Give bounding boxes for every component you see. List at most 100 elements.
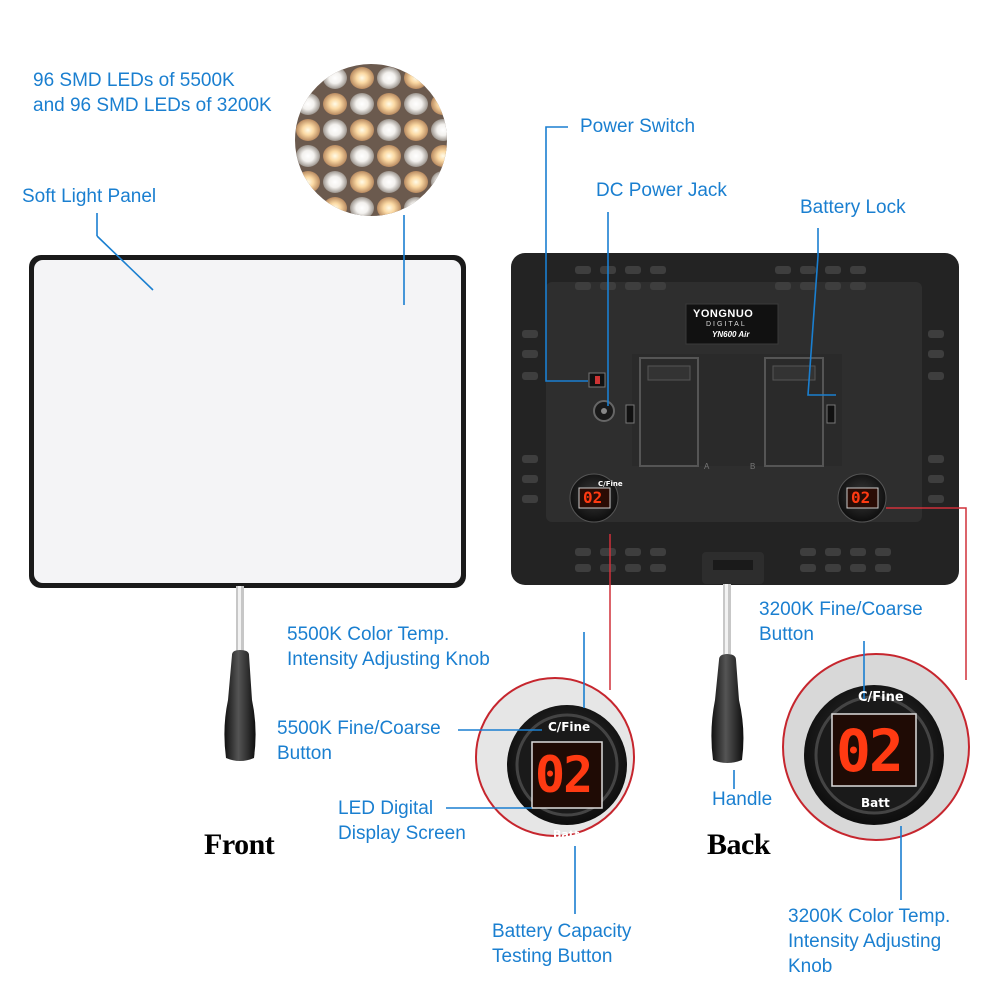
vent-slot (825, 564, 841, 572)
slot-b-label: B (750, 462, 756, 471)
vent-slot (625, 548, 641, 556)
vent-slot (625, 266, 641, 274)
led-dot (350, 197, 374, 216)
vent-slot (850, 564, 866, 572)
vent-slot (928, 495, 944, 503)
vent-slot (522, 495, 538, 503)
vent-slot (928, 350, 944, 358)
battery-test-label: Battery Capacity Testing Button (492, 921, 632, 967)
vent-slot (875, 548, 891, 556)
led-dot (323, 145, 347, 167)
led-dot (350, 93, 374, 115)
knob-3200k-label: 3200K Color Temp. Intensity Adjusting Kn… (788, 906, 951, 977)
vent-slot (650, 282, 666, 290)
knob-closeup-3200k (782, 653, 970, 841)
led-dot (404, 119, 428, 141)
vent-slot (650, 564, 666, 572)
dc-jack-label: DC Power Jack (596, 180, 727, 201)
vent-slot (875, 564, 891, 572)
closeup-left-cfine-label: C/Fine (548, 720, 591, 734)
connector-lines (609, 507, 967, 690)
closeup-right-cfine-label: C/Fine (858, 690, 904, 705)
vent-slot (650, 548, 666, 556)
led-dot (404, 67, 428, 89)
led-dot (377, 197, 401, 216)
front-panel (29, 255, 466, 761)
led-dot (431, 197, 447, 216)
vent-slot (522, 350, 538, 358)
led-dot (431, 171, 447, 193)
closeup-left-display: 02 (535, 746, 593, 804)
led-dot (296, 93, 320, 115)
vent-slot (825, 282, 841, 290)
led-dot (323, 119, 347, 141)
led-dot (377, 145, 401, 167)
closeup-left-batt-label: Batt (553, 828, 580, 841)
led-dot (431, 93, 447, 115)
knob-5500k-label: 5500K Color Temp. Intensity Adjusting Kn… (287, 624, 490, 670)
led-dot (404, 93, 428, 115)
knob-closeup-5500k (475, 677, 635, 837)
vent-slot (600, 564, 616, 572)
front-handle (224, 650, 256, 761)
leds-label: 96 SMD LEDs of 5500K and 96 SMD LEDs of … (33, 70, 272, 116)
vent-slot (575, 282, 591, 290)
closeup-right-batt-label: Batt (861, 796, 890, 810)
back-panel (511, 253, 959, 763)
led-dot (404, 145, 428, 167)
model-name: YN600 Air (712, 330, 750, 339)
led-dot (377, 171, 401, 193)
led-closeup (295, 64, 447, 216)
led-display-label: LED Digital Display Screen (338, 798, 466, 844)
brand-sub: DIGITAL (706, 321, 747, 328)
led-dot (296, 119, 320, 141)
led-dot (377, 119, 401, 141)
led-dot (404, 171, 428, 193)
led-dot (377, 67, 401, 89)
vent-slot (522, 330, 538, 338)
vent-slot (928, 372, 944, 380)
vent-slot (575, 266, 591, 274)
led-dot (350, 67, 374, 89)
back-left-display: 02 (583, 488, 603, 507)
vent-slot (850, 548, 866, 556)
vent-slot (800, 564, 816, 572)
brand-name: YONGNUO (693, 308, 754, 320)
vent-slot (825, 266, 841, 274)
led-dot (323, 171, 347, 193)
led-dot (296, 171, 320, 193)
led-dot (350, 119, 374, 141)
led-dot (323, 93, 347, 115)
vent-slot (575, 548, 591, 556)
vent-slot (850, 266, 866, 274)
led-dot (296, 197, 320, 216)
front-heading: Front (204, 828, 275, 861)
led-dot (296, 67, 320, 89)
leader-lines (96, 126, 902, 914)
vent-slot (522, 372, 538, 380)
led-dot (296, 145, 320, 167)
soft-panel-label: Soft Light Panel (22, 186, 157, 207)
vent-slot (928, 330, 944, 338)
vent-slot (522, 455, 538, 463)
led-dot (323, 197, 347, 216)
slot-a-label: A (704, 462, 710, 471)
handle-label: Handle (712, 789, 773, 810)
back-right-display: 02 (851, 488, 871, 507)
vent-slot (775, 282, 791, 290)
led-dot (350, 145, 374, 167)
led-dot (350, 171, 374, 193)
button-5500k-label: 5500K Fine/Coarse Button (277, 718, 441, 764)
vent-slot (928, 475, 944, 483)
back-handle (711, 654, 744, 763)
vent-slot (575, 564, 591, 572)
vent-slot (600, 548, 616, 556)
battery-lock-label: Battery Lock (800, 197, 906, 218)
vent-slot (928, 455, 944, 463)
led-dot (323, 67, 347, 89)
power-switch-label: Power Switch (580, 116, 696, 137)
led-dot (431, 119, 447, 141)
vent-slot (625, 564, 641, 572)
vent-slot (775, 266, 791, 274)
